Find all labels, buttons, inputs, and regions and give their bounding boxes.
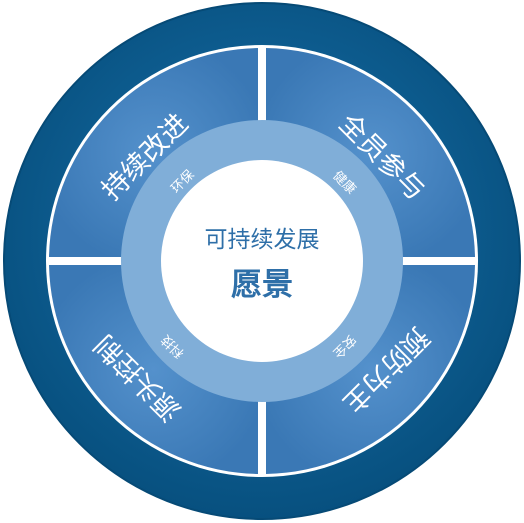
center-title: 可持续发展 bbox=[205, 227, 320, 253]
outer-ring-edge bbox=[3, 2, 521, 520]
center-disc bbox=[161, 160, 363, 362]
center-subtitle: 愿景 bbox=[231, 267, 293, 303]
